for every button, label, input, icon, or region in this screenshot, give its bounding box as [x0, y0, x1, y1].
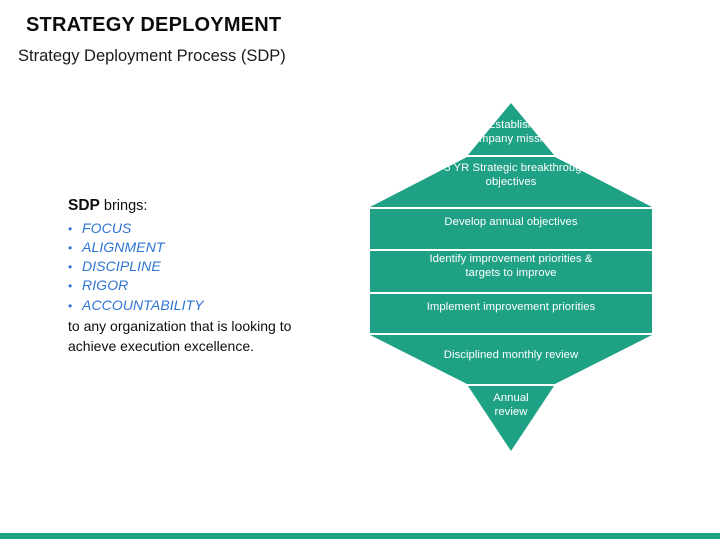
sdp-bullet-accountability: • ACCOUNTABILITY — [68, 296, 328, 315]
sdp-heading-rest: brings: — [99, 198, 148, 214]
bullet-dot-icon: • — [68, 279, 73, 294]
sdp-tail-line-1: to any organization that is looking to — [68, 317, 292, 334]
bullet-dot-icon: • — [68, 260, 73, 275]
sdp-heading-strong: SDP — [68, 197, 100, 214]
hexagon-shape — [370, 103, 652, 451]
sdp-bullet-label: ACCOUNTABILITY — [82, 296, 204, 313]
hexagon-band-5-shape[interactable] — [370, 335, 652, 384]
sdp-heading: SDP brings: — [68, 196, 328, 217]
hexagon-band-3-shape[interactable] — [370, 251, 652, 292]
page-title: STRATEGY DEPLOYMENT — [26, 14, 282, 36]
hexagon-band-1-shape[interactable] — [370, 157, 652, 207]
sdp-bullet-label: RIGOR — [82, 277, 129, 294]
bullet-dot-icon: • — [68, 221, 73, 236]
hexagon-band-6-shape[interactable] — [468, 386, 554, 451]
sdp-bullet-label: DISCIPLINE — [82, 258, 161, 275]
sdp-bullet-rigor: • RIGOR — [68, 276, 328, 295]
sdp-tail-line-2: achieve execution excellence. — [68, 337, 255, 354]
sdp-bullet-label: ALIGNMENT — [82, 239, 165, 256]
hexagon-band-0-shape[interactable] — [468, 103, 554, 155]
sdp-bullet-discipline: • DISCIPLINE — [68, 257, 328, 276]
hexagon-band-4-shape[interactable] — [370, 294, 652, 333]
sdp-bullet-alignment: • ALIGNMENT — [68, 238, 328, 257]
sdp-hexagon-diagram: Establish company mission 3-5 YR Strateg… — [368, 103, 654, 451]
sdp-tail-text: to any organization that is looking to a… — [68, 317, 328, 357]
bullet-dot-icon: • — [68, 241, 73, 256]
footer-accent-bar — [0, 533, 720, 539]
sdp-bullet-focus: • FOCUS — [68, 219, 328, 238]
page-subtitle: Strategy Deployment Process (SDP) — [18, 47, 286, 65]
sdp-summary-block: SDP brings: • FOCUS • ALIGNMENT • DISCIP… — [68, 196, 328, 357]
bullet-dot-icon: • — [68, 298, 73, 313]
sdp-bullet-label: FOCUS — [82, 219, 132, 236]
hexagon-band-2-shape[interactable] — [370, 209, 652, 249]
